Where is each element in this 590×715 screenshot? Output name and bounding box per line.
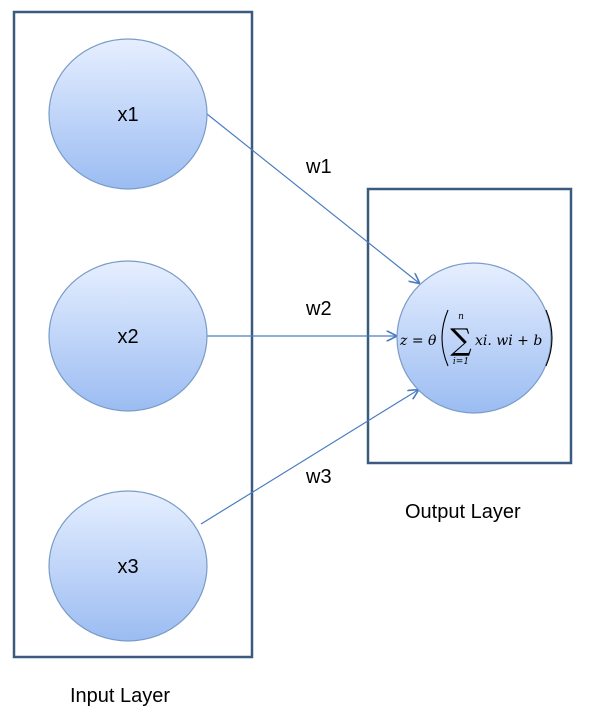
formula-left-paren xyxy=(441,309,449,367)
formula-sum-lower: i=1 xyxy=(453,357,469,367)
weight-label-w3: w3 xyxy=(305,466,332,488)
input-node-x2: x2 xyxy=(48,260,208,412)
input-layer-frame xyxy=(12,10,254,659)
connection-x1-output xyxy=(206,113,419,283)
weight-label-w1: w1 xyxy=(305,156,332,178)
connection-x3-output xyxy=(200,390,418,525)
summation-symbol: ∑ xyxy=(450,323,472,358)
input-layer-caption: Input Layer xyxy=(70,685,171,707)
output-layer-frame xyxy=(366,187,573,465)
weight-label-w2: w2 xyxy=(305,298,332,320)
formula-sum-upper: n xyxy=(458,312,464,322)
activation-formula: z = θ n ∑ i=1 xi. wi + b xyxy=(399,309,553,367)
output-layer-caption: Output Layer xyxy=(405,501,521,523)
input-node-label: x1 xyxy=(117,104,138,126)
input-node-label: x3 xyxy=(117,556,138,578)
formula-lhs: z = θ xyxy=(399,333,437,349)
formula-body: xi. wi + b xyxy=(475,333,542,349)
input-node-label: x2 xyxy=(117,326,138,348)
output-node: z = θ n ∑ i=1 xi. wi + b xyxy=(396,262,553,414)
input-node-x1: x1 xyxy=(48,38,208,190)
formula-right-paren xyxy=(545,309,553,367)
input-node-x3: x3 xyxy=(48,490,208,642)
